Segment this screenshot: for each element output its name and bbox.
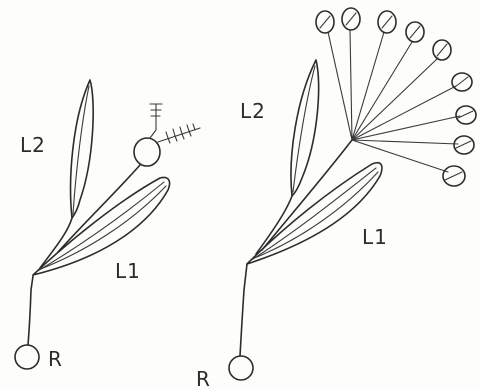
right-umbel-buds: [316, 8, 476, 186]
left-bud-branchlets: [150, 104, 200, 143]
right-umbel-bud: [342, 8, 360, 30]
right-umbel-bud: [452, 73, 472, 91]
left-bud: [134, 138, 160, 166]
right-stem: [240, 264, 247, 356]
left-leaf-l1: [33, 178, 170, 276]
left-leaf-l1-vein-1: [36, 182, 164, 272]
right-inflorescence-stalk: [262, 140, 352, 250]
right-leaf-l1-label: L1: [362, 225, 388, 249]
right-leaf-l1-vein-1: [250, 168, 376, 261]
right-umbel-bud: [454, 136, 474, 154]
right-umbel-rays: [328, 30, 460, 172]
left-root-circle: [15, 345, 39, 369]
right-root-label: R: [196, 367, 211, 390]
right-umbel-bud: [316, 11, 334, 33]
right-umbel-bud: [433, 40, 451, 60]
right-root-circle: [229, 356, 253, 380]
left-root-label: R: [48, 347, 63, 371]
right-umbel-bud: [443, 166, 465, 186]
left-plant: R L1 L2: [15, 80, 200, 371]
right-leaf-l2-label: L2: [240, 99, 266, 123]
right-umbel-bud: [456, 106, 476, 124]
right-umbel-bud: [406, 22, 424, 42]
left-leaf-l1-label: L1: [115, 259, 141, 283]
left-leaf-l1-vein-2: [38, 186, 166, 270]
left-stem: [28, 276, 33, 345]
right-umbel-bud: [378, 11, 396, 33]
left-leaf-l2-label: L2: [20, 133, 46, 157]
right-plant: R L1 L2: [196, 8, 476, 390]
